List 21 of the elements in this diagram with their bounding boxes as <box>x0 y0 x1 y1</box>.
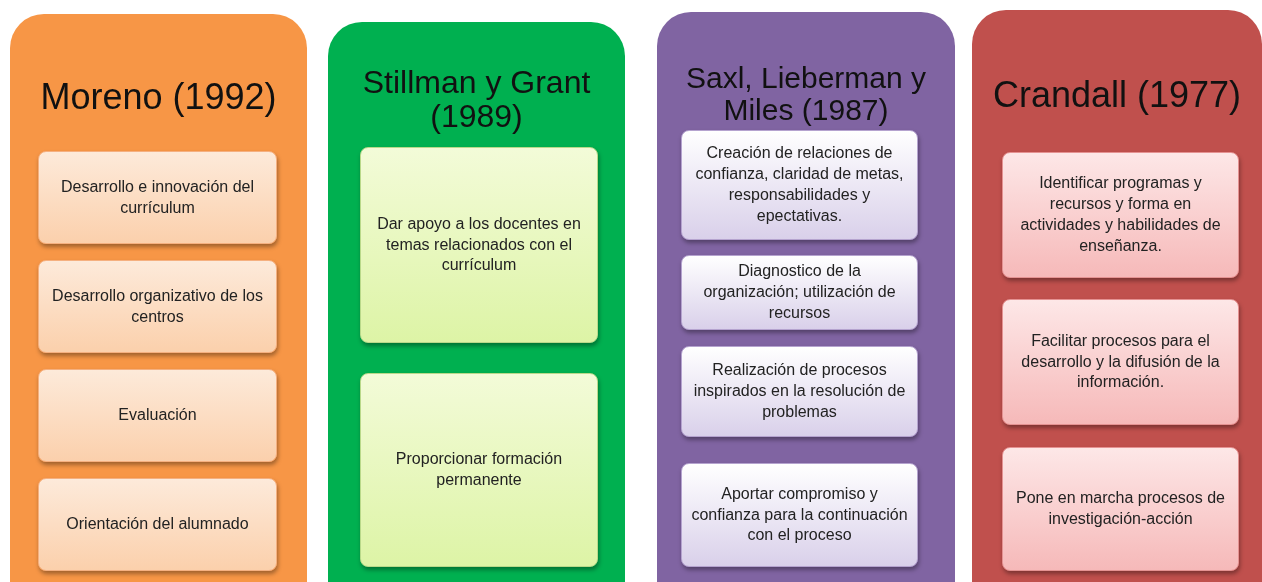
text-box: Realización de procesos inspirados en la resolución de problemas <box>681 346 918 437</box>
column-panel <box>10 14 307 582</box>
text-box: Facilitar procesos para el desarrollo y la difusión de la información. <box>1002 299 1239 425</box>
column-panel <box>972 10 1262 582</box>
text-box: Evaluación <box>38 369 277 462</box>
text-box: Desarrollo e innovación del currículum <box>38 151 277 244</box>
text-box: Proporcionar formación permanente <box>360 373 598 567</box>
text-box: Dar apoyo a los docentes en temas relacionados con el currículum <box>360 147 598 343</box>
text-box: Aportar compromiso y confianza para la continuación con el proceso <box>681 463 918 567</box>
text-box: Creación de relaciones de confianza, claridad de metas, responsabilidades y epectativas. <box>681 130 918 240</box>
text-box: Desarrollo organizativo de los centros <box>38 260 277 353</box>
column-title: Saxl, Lieberman y Miles (1987) <box>684 62 928 125</box>
text-box: Diagnostico de la organización; utilización de recursos <box>681 255 918 330</box>
column-title: Moreno (1992) <box>39 78 278 116</box>
column-panel <box>657 12 955 582</box>
text-box: Orientación del alumnado <box>38 478 277 571</box>
column-title: Crandall (1977) <box>991 76 1243 114</box>
text-box: Identificar programas y recursos y forma en actividades y habilidades de enseñanza. <box>1002 152 1239 278</box>
column-panel <box>328 22 625 582</box>
column-title: Stillman y Grant (1989) <box>361 66 592 134</box>
text-box: Pone en marcha procesos de investigación-acción <box>1002 447 1239 571</box>
